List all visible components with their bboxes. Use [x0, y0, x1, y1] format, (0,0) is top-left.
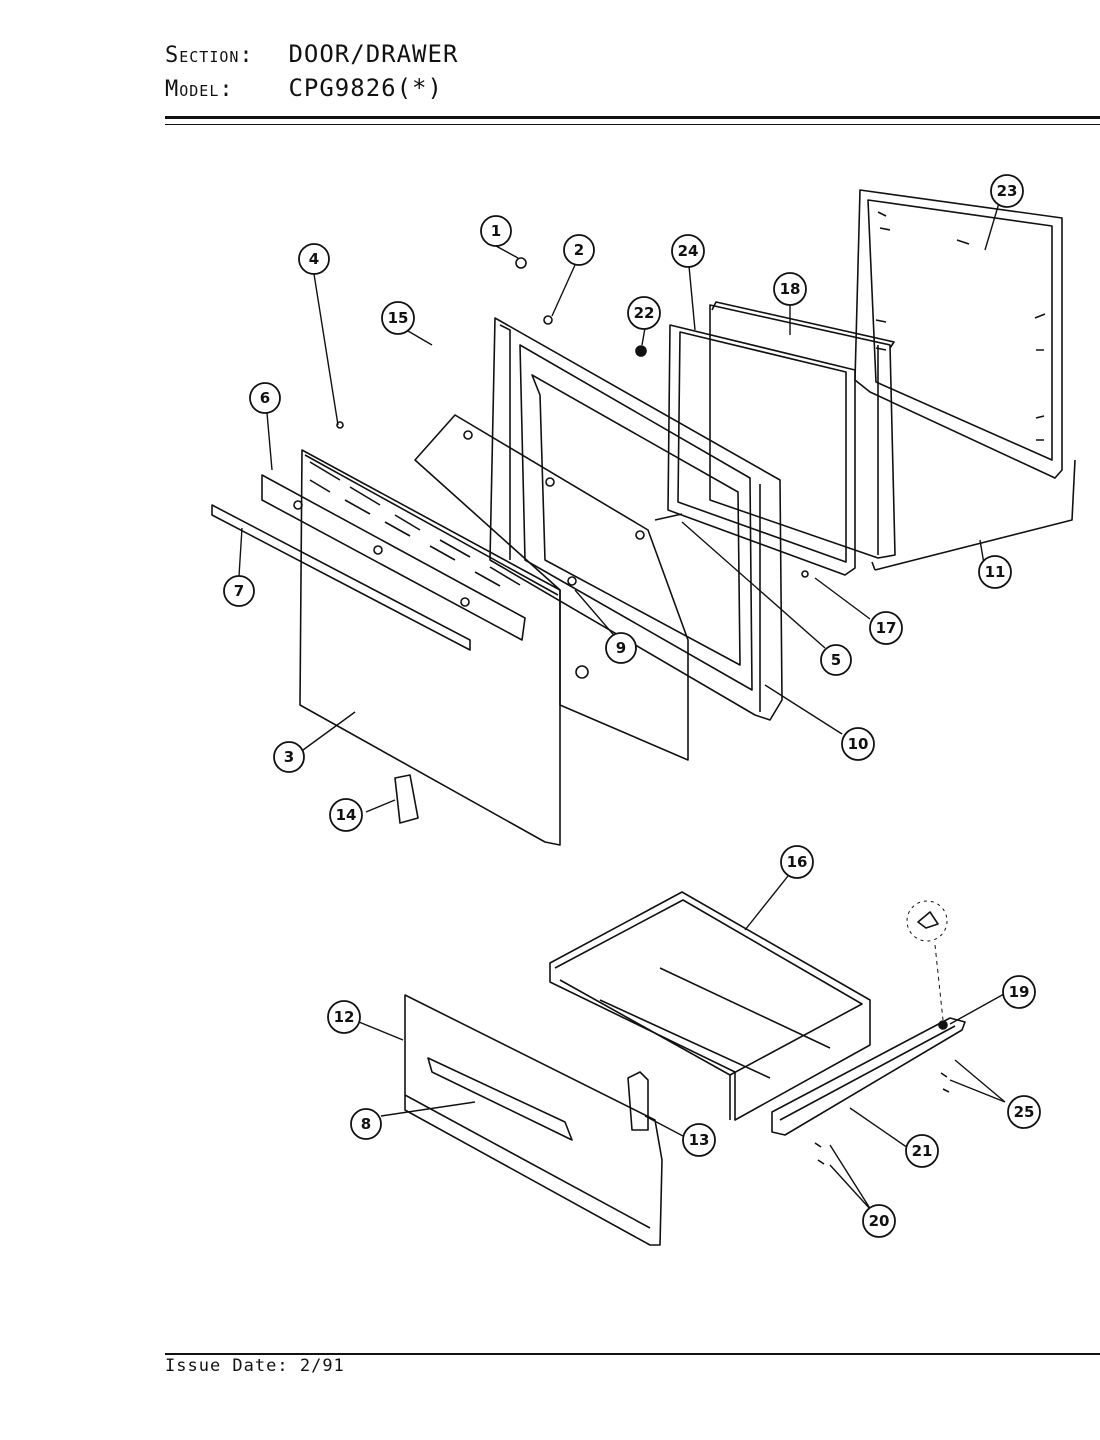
callout-24: 24 [671, 234, 705, 268]
callout-13: 13 [682, 1123, 716, 1157]
svg-text:6: 6 [260, 389, 270, 407]
callout-12: 12 [327, 1000, 361, 1034]
svg-text:10: 10 [848, 735, 869, 753]
door-frame [489, 317, 783, 721]
svg-text:21: 21 [912, 1142, 933, 1160]
svg-text:16: 16 [787, 853, 808, 871]
issue-date: Issue Date: 2/91 [165, 1356, 345, 1376]
callout-11: 11 [978, 555, 1012, 589]
drawer-rail [771, 1017, 966, 1136]
model-line: Model: CPG9826(*) [165, 74, 443, 102]
callout-25: 25 [1007, 1095, 1041, 1129]
callout-bubbles: 1 2 3 4 5 6 7 8 9 10 11 12 13 14 15 16 1… [223, 174, 1041, 1238]
svg-text:20: 20 [869, 1212, 890, 1230]
callout-19: 19 [1002, 975, 1036, 1009]
model-label: Model: [165, 77, 234, 102]
callout-6: 6 [249, 382, 281, 414]
svg-text:3: 3 [284, 748, 294, 766]
svg-text:15: 15 [388, 309, 409, 327]
svg-text:7: 7 [234, 582, 244, 600]
issue-label: Issue Date: [165, 1356, 289, 1376]
callout-1: 1 [480, 215, 512, 247]
svg-text:4: 4 [309, 250, 319, 268]
callout-15: 15 [381, 301, 415, 335]
svg-text:14: 14 [336, 806, 357, 824]
callout-8: 8 [350, 1108, 382, 1140]
issue-value: 2/91 [299, 1356, 345, 1376]
callout-18: 18 [773, 272, 807, 306]
callout-22: 22 [627, 296, 661, 330]
callout-16: 16 [780, 845, 814, 879]
footer-rule [165, 1353, 1100, 1355]
section-value: DOOR/DRAWER [288, 40, 459, 68]
header-rule-thick [165, 116, 1100, 119]
drawer-handle-end [627, 1071, 649, 1131]
outer-door-panel [299, 449, 561, 846]
svg-text:19: 19 [1009, 983, 1030, 1001]
part-11-bracket [871, 459, 1076, 571]
callout-5: 5 [820, 644, 852, 676]
callout-17: 17 [869, 611, 903, 645]
svg-text:13: 13 [689, 1131, 710, 1149]
svg-text:25: 25 [1014, 1103, 1035, 1121]
svg-text:9: 9 [616, 639, 626, 657]
svg-text:2: 2 [574, 241, 584, 259]
svg-text:11: 11 [985, 563, 1006, 581]
door-vent-strip [261, 474, 526, 641]
drawer-body [549, 891, 871, 1121]
rail-clip-detail [906, 900, 948, 1021]
callout-4: 4 [298, 243, 330, 275]
svg-text:18: 18 [780, 280, 801, 298]
section-line: Section: DOOR/DRAWER [165, 40, 458, 68]
drawer-front [404, 994, 663, 1246]
callout-23: 23 [990, 174, 1024, 208]
callout-3: 3 [273, 741, 305, 773]
svg-text:5: 5 [831, 651, 841, 669]
callout-9: 9 [605, 632, 637, 664]
heat-shield [414, 414, 689, 761]
callout-2: 2 [563, 234, 595, 266]
svg-text:23: 23 [997, 182, 1018, 200]
svg-text:24: 24 [678, 242, 699, 260]
leader-lines [238, 202, 1006, 1211]
door-insulation-panel [709, 301, 896, 559]
inner-glass-panel [667, 324, 856, 576]
callout-10: 10 [841, 727, 875, 761]
fasteners [336, 257, 950, 1165]
svg-text:8: 8 [361, 1115, 371, 1133]
callout-21: 21 [905, 1134, 939, 1168]
svg-text:22: 22 [634, 304, 655, 322]
callout-14: 14 [329, 798, 363, 832]
svg-text:17: 17 [876, 619, 897, 637]
model-value: CPG9826(*) [288, 74, 443, 102]
svg-text:1: 1 [491, 222, 501, 240]
callout-20: 20 [862, 1204, 896, 1238]
svg-text:12: 12 [334, 1008, 355, 1026]
section-label: Section: [165, 43, 254, 68]
door-back-panel [854, 189, 1063, 479]
callout-7: 7 [223, 575, 255, 607]
handle-end-cap [394, 774, 419, 824]
trim-strip [211, 504, 471, 651]
header-rule-thin [165, 124, 1100, 125]
